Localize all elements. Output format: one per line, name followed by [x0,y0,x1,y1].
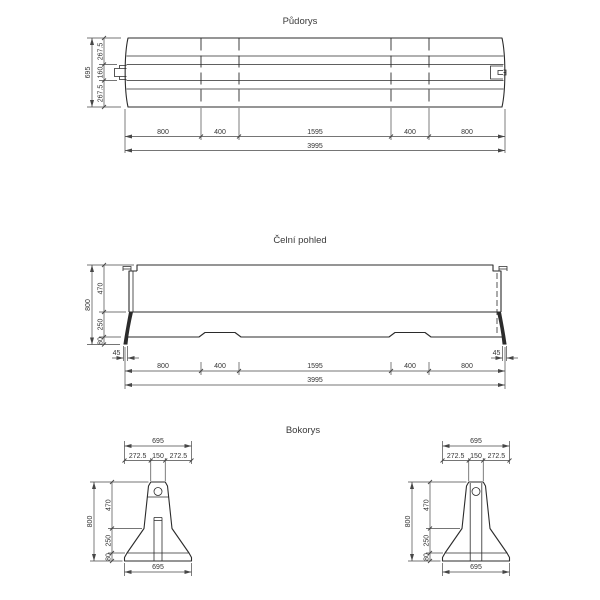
side-right-channel [469,483,483,561]
side-right-dims-height: 800 470 250 80 [405,479,467,564]
side-view-title: Bokorys [286,425,321,436]
front-dims-foot-45: 45 45 [112,346,518,361]
front-dim-len-seg-1: 800 [157,363,169,370]
plan-dims-bottom: 800 400 1595 400 800 3995 [124,108,506,153]
front-dim-height-seg-2: 250 [98,319,105,331]
plan-dims-left: 695 267.5 160 267.5 [85,35,121,110]
plan-dim-len-seg-5: 800 [461,129,473,136]
plan-dim-len-total: 3995 [307,143,323,150]
plan-dim-width-seg-3: 267.5 [98,85,105,103]
side-right-dims-base: 695 [442,563,510,576]
plan-dim-width-seg-1: 267.5 [98,43,105,61]
plan-joint-lines [200,38,430,107]
side-left-dim-height-seg-3: 80 [106,553,113,561]
side-view-right: 695 272.5 150 272.5 [405,438,512,576]
front-view: Čelní pohled 800 47 [85,235,518,389]
side-views: Bokorys 695 272.5 150 27 [87,425,512,576]
front-tab-right [498,266,508,271]
front-dim-height-seg-3: 80 [98,337,105,345]
side-right-lifting-hole [471,487,481,496]
plan-body-outline [124,37,506,108]
side-right-dim-base: 695 [470,564,482,571]
side-right-dim-height-total: 800 [405,516,412,528]
side-left-outline [123,481,193,562]
side-left-dim-base: 695 [152,564,164,571]
side-left-dim-top-total: 695 [152,438,164,445]
front-tab-left [122,266,132,271]
side-right-dims-top: 695 272.5 150 272.5 [440,438,512,481]
side-left-dim-height-total: 800 [87,516,94,528]
plan-view-title: Půdorys [283,16,318,27]
side-left-dim-height-seg-1: 470 [106,499,113,511]
side-right-dim-top-seg-1: 272.5 [447,453,465,460]
plan-body-edge-lines [126,55,504,90]
front-dims-bottom: 800 400 1595 400 800 3995 [124,347,506,389]
plan-dim-width-seg-2: 160 [98,67,105,79]
plan-dim-len-seg-1: 800 [157,129,169,136]
front-dim-len-total: 3995 [307,377,323,384]
side-left-dims-height: 800 470 250 80 [87,479,149,564]
plan-connector-tab-left [114,65,127,80]
front-dim-foot-right: 45 [493,350,501,357]
side-left-dims-base: 695 [124,563,192,576]
side-right-dim-height-seg-2: 250 [424,535,431,547]
front-dim-len-seg-4: 400 [404,363,416,370]
front-view-title: Čelní pohled [273,235,326,246]
side-right-dim-top-total: 695 [470,438,482,445]
side-right-outline [441,481,511,562]
side-left-dim-height-seg-2: 250 [106,535,113,547]
side-right-dim-top-seg-3: 272.5 [488,453,506,460]
side-left-dim-top-seg-1: 272.5 [129,453,147,460]
plan-connector-notch-right [490,65,507,80]
side-left-dim-top-seg-2: 150 [152,453,164,460]
side-view-left: 695 272.5 150 272.5 [87,438,194,576]
side-right-dim-height-seg-3: 80 [424,553,431,561]
side-left-dim-top-seg-3: 272.5 [170,453,188,460]
plan-view: Půdorys 695 [85,16,507,153]
side-left-slot [153,517,163,561]
plan-dim-width-total: 695 [85,67,92,79]
front-dim-len-seg-2: 400 [214,363,226,370]
front-dim-len-seg-5: 800 [461,363,473,370]
plan-dim-len-seg-3: 1595 [307,129,323,136]
front-dim-len-seg-3: 1595 [307,363,323,370]
plan-dim-len-seg-4: 400 [404,129,416,136]
side-right-dim-height-seg-1: 470 [424,499,431,511]
front-body-outline [122,264,508,345]
side-left-lifting-hole [153,487,163,496]
plan-dim-len-seg-2: 400 [214,129,226,136]
front-dim-foot-left: 45 [113,350,121,357]
front-dims-left: 800 470 250 80 [85,262,134,347]
side-left-dims-top: 695 272.5 150 272.5 [122,438,194,481]
front-dim-height-total: 800 [85,299,92,311]
side-right-dim-top-seg-2: 150 [470,453,482,460]
front-dim-height-seg-1: 470 [98,283,105,295]
